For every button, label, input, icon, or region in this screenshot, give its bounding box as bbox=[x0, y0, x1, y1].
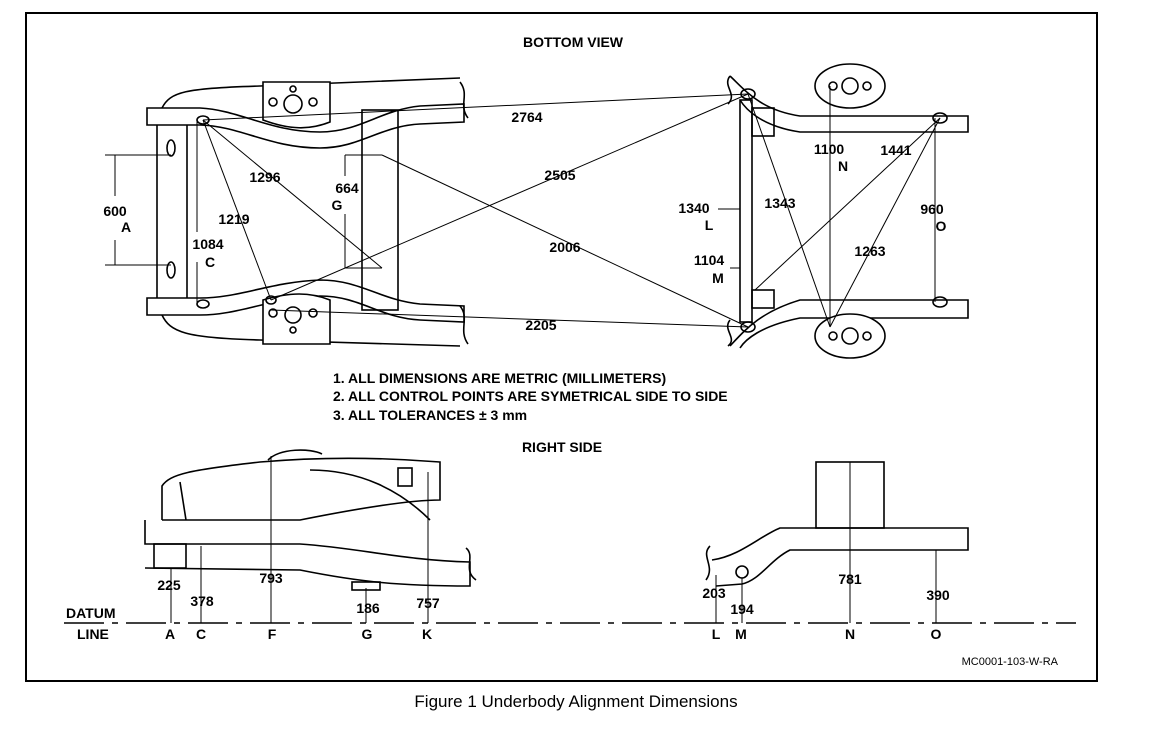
point-L-label: L bbox=[705, 217, 714, 233]
dim-1263: 1263 bbox=[854, 243, 885, 259]
point-F: F bbox=[268, 626, 277, 642]
measurement-lines bbox=[105, 86, 941, 328]
point-A: A bbox=[165, 626, 175, 642]
bottom-view-labels: 2764 2505 2006 2205 1296 1219 1343 1441 … bbox=[103, 109, 946, 333]
point-N: N bbox=[845, 626, 855, 642]
point-N-label: N bbox=[838, 158, 848, 174]
figure-caption: Figure 1 Underbody Alignment Dimensions bbox=[414, 692, 738, 711]
point-G: G bbox=[362, 626, 373, 642]
datum-label: DATUM bbox=[66, 605, 116, 621]
note-3: 3. ALL TOLERANCES ± 3 mm bbox=[333, 407, 527, 423]
frame-right-side bbox=[64, 449, 1076, 624]
diagram-frame bbox=[25, 12, 1098, 682]
point-L: L bbox=[712, 626, 721, 642]
dim-2764: 2764 bbox=[511, 109, 542, 125]
dim-1441: 1441 bbox=[880, 142, 911, 158]
dim-1340: 1340 bbox=[678, 200, 709, 216]
point-M: M bbox=[735, 626, 747, 642]
dim-1100: 1100 bbox=[814, 141, 845, 157]
dim-2205: 2205 bbox=[525, 317, 556, 333]
right-side-title: RIGHT SIDE bbox=[522, 439, 602, 455]
reference-code: MC0001-103-W-RA bbox=[962, 656, 1059, 668]
note-2: 2. ALL CONTROL POINTS ARE SYMETRICAL SID… bbox=[333, 388, 728, 404]
height-194: 194 bbox=[730, 601, 754, 617]
dim-1296: 1296 bbox=[249, 169, 280, 185]
point-C: C bbox=[196, 626, 206, 642]
note-1: 1. ALL DIMENSIONS ARE METRIC (MILLIMETER… bbox=[333, 370, 666, 386]
dim-2505: 2505 bbox=[544, 167, 575, 183]
right-side-labels: 225 378 793 186 757 203 194 781 390 DATU… bbox=[66, 570, 950, 642]
dim-664: 664 bbox=[335, 180, 359, 196]
height-757: 757 bbox=[416, 595, 440, 611]
dim-960: 960 bbox=[920, 201, 944, 217]
point-M-label: M bbox=[712, 270, 724, 286]
height-793: 793 bbox=[259, 570, 283, 586]
height-225: 225 bbox=[157, 577, 181, 593]
frame-bottom-view bbox=[146, 63, 969, 359]
notes: 1. ALL DIMENSIONS ARE METRIC (MILLIMETER… bbox=[333, 370, 728, 423]
dim-1343: 1343 bbox=[764, 195, 795, 211]
height-186: 186 bbox=[356, 600, 380, 616]
dim-1219: 1219 bbox=[218, 211, 249, 227]
dim-1104: 1104 bbox=[694, 252, 725, 268]
dim-2006: 2006 bbox=[549, 239, 580, 255]
point-A-label: A bbox=[121, 219, 131, 235]
line-label: LINE bbox=[77, 626, 109, 642]
point-O: O bbox=[931, 626, 942, 642]
dim-600: 600 bbox=[103, 203, 127, 219]
point-C-label: C bbox=[205, 254, 215, 270]
point-O-label: O bbox=[936, 218, 947, 234]
height-378: 378 bbox=[190, 593, 214, 609]
height-203: 203 bbox=[702, 585, 726, 601]
point-G-label: G bbox=[332, 197, 343, 213]
point-K: K bbox=[422, 626, 432, 642]
bottom-view-title: BOTTOM VIEW bbox=[523, 34, 624, 50]
height-390: 390 bbox=[926, 587, 950, 603]
height-781: 781 bbox=[838, 571, 862, 587]
dim-1084: 1084 bbox=[192, 236, 223, 252]
